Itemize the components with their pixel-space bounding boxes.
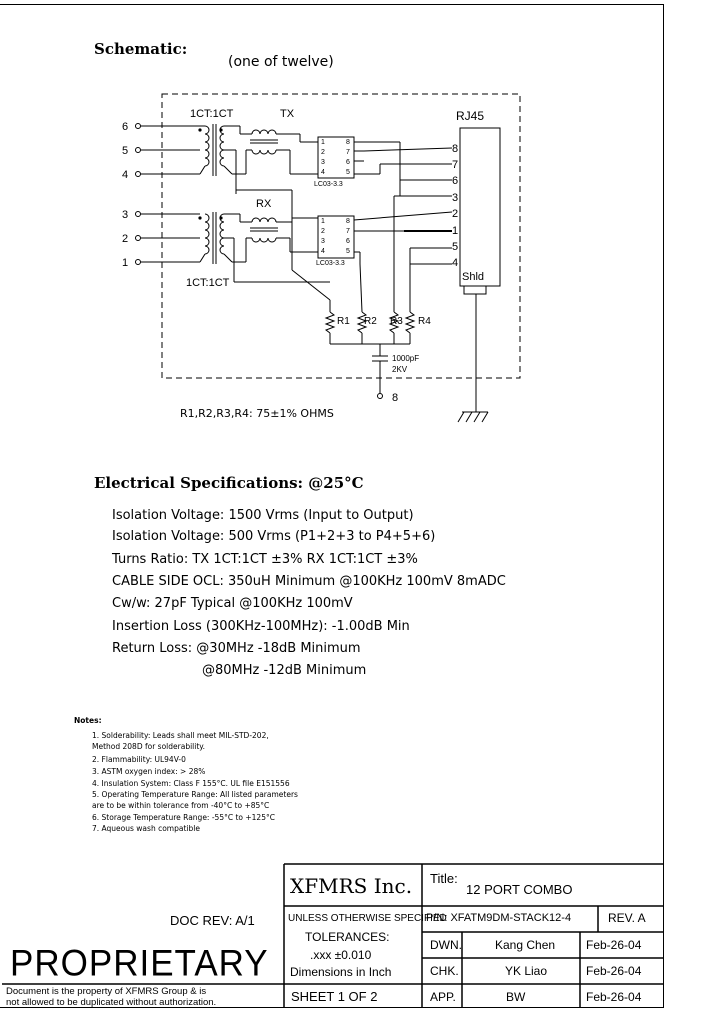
note-item: 5. Operating Temperature Range: All list…	[92, 790, 298, 799]
rj45-pin: 5	[452, 241, 458, 253]
app-label: APP.	[430, 990, 456, 1004]
ic-pin: 7	[346, 228, 350, 235]
page-border	[0, 4, 664, 1008]
pin-label: 3	[122, 209, 128, 221]
ratio-label-top: 1CT:1CT	[190, 108, 234, 120]
schematic-diagram: 6 5 4 3 2 1 1CT:1CT 1CT:1CT TX RX RJ45 S…	[122, 93, 521, 423]
pin-label: 5	[122, 145, 128, 157]
ic-pin: 3	[321, 238, 325, 245]
spec-line: Isolation Voltage: 500 Vrms (P1+2+3 to P…	[112, 529, 436, 544]
rj45-pin: 2	[452, 208, 458, 220]
ic-pin: 4	[321, 248, 325, 255]
title-label: Title:	[430, 871, 458, 886]
ic-pin: 7	[346, 149, 350, 156]
tolerances-label: TOLERANCES:	[305, 930, 390, 944]
ic-label-bottom: LC03-3.3	[316, 260, 345, 267]
notes-heading: Notes:	[74, 716, 102, 725]
rj45-label: RJ45	[456, 109, 484, 123]
ic-pin: 4	[321, 169, 325, 176]
ic-pin: 6	[346, 159, 350, 166]
rj45-pin: 7	[452, 159, 458, 171]
ic-pin: 5	[346, 248, 350, 255]
spec-line: Return Loss: @30MHz -18dB Minimum	[112, 641, 361, 656]
spec-line: Cw/w: 27pF Typical @100KHz 100mV	[112, 596, 353, 611]
dwn-label: DWN.	[430, 938, 462, 952]
rj45-pin: 1	[452, 225, 458, 237]
unless-specified: UNLESS OTHERWISE SPECIFIED	[288, 913, 447, 924]
resistor-label: R1	[337, 316, 350, 327]
spec-line: @80MHz -12dB Minimum	[202, 663, 367, 678]
resistor-label: R2	[364, 316, 377, 327]
schematic-subheading: (one of twelve)	[228, 54, 334, 70]
dwn-name: Kang Chen	[495, 938, 556, 952]
sheet-number: SHEET 1 OF 2	[291, 989, 378, 1004]
dwn-date: Feb-26-04	[586, 938, 642, 952]
ic-pin: 6	[346, 238, 350, 245]
proprietary-notice-2: not allowed to be duplicated without aut…	[6, 997, 217, 1008]
rj45-pin: 3	[452, 192, 458, 204]
ic-pin: 1	[321, 218, 325, 225]
ic-pin: 3	[321, 159, 325, 166]
resistor-label: R3	[390, 316, 403, 327]
proprietary-notice-1: Document is the property of XFMRS Group …	[6, 986, 207, 997]
chk-name: YK Liao	[505, 964, 548, 978]
shield-label: Shld	[462, 271, 484, 283]
note-item: 4. Insulation System: Class F 155°C. UL …	[92, 779, 290, 788]
rx-label: RX	[256, 198, 272, 210]
cap-voltage: 2KV	[392, 365, 408, 374]
spec-line: Turns Ratio: TX 1CT:1CT ±3% RX 1CT:1CT ±…	[112, 552, 418, 567]
pin-label: 2	[122, 233, 128, 245]
company-name: XFMRS Inc.	[290, 874, 413, 898]
doc-rev: DOC REV: A/1	[170, 913, 255, 928]
resistor-label: R4	[418, 316, 431, 327]
ic-pin: 8	[346, 139, 350, 146]
note-item: 6. Storage Temperature Range: -55°C to +…	[92, 813, 275, 822]
app-date: Feb-26-04	[586, 990, 642, 1004]
isolation-boundary	[161, 93, 521, 379]
spec-line: Insertion Loss (300KHz-100MHz): -1.00dB …	[112, 619, 410, 634]
cap-value: 1000pF	[392, 354, 419, 363]
note-item: are to be within tolerance from -40°C to…	[92, 801, 270, 810]
rj45-pin: 8	[452, 143, 458, 155]
ic-pin: 2	[321, 228, 325, 235]
note-item: Method 208D for solderability.	[92, 742, 206, 751]
chk-date: Feb-26-04	[586, 964, 642, 978]
note-item: 1. Solderability: Leads shall meet MIL-S…	[92, 731, 269, 740]
ground-pin-label: 8	[392, 392, 398, 404]
pin-label: 1	[122, 257, 128, 269]
app-name: BW	[506, 990, 526, 1004]
pin-label: 6	[122, 121, 128, 133]
dimensions-unit: Dimensions in Inch	[290, 965, 392, 979]
ic-pin: 1	[321, 139, 325, 146]
pin-label: 4	[122, 169, 128, 181]
spec-line: CABLE SIDE OCL: 350uH Minimum @100KHz 10…	[112, 574, 506, 589]
tx-label: TX	[280, 108, 295, 120]
note-item: 3. ASTM oxygen index: > 28%	[92, 767, 206, 776]
rj45-pin: 6	[452, 175, 458, 187]
ic-pin: 2	[321, 149, 325, 156]
spec-line: Isolation Voltage: 1500 Vrms (Input to O…	[112, 508, 414, 523]
note-item: 2. Flammability: UL94V-0	[92, 755, 186, 764]
part-number: P/N: XFATM9DM-STACK12-4	[426, 912, 572, 924]
ic-pin: 8	[346, 218, 350, 225]
schematic-heading: Schematic:	[94, 40, 188, 58]
revision: REV. A	[608, 911, 646, 925]
electrical-heading: Electrical Specifications: @25°C	[94, 474, 364, 492]
note-item: 7. Aqueous wash compatible	[92, 824, 200, 833]
drawing-title: 12 PORT COMBO	[466, 882, 573, 897]
resistor-note: R1,R2,R3,R4: 75±1% OHMS	[180, 407, 334, 420]
proprietary-label: PROPRIETARY	[10, 943, 269, 984]
ic-pin: 5	[346, 169, 350, 176]
chk-label: CHK.	[430, 964, 459, 978]
ratio-label-bottom: 1CT:1CT	[186, 277, 230, 289]
tolerance-value: .xxx ±0.010	[310, 948, 372, 962]
ic-label-top: LC03-3.3	[314, 181, 343, 188]
rj45-pin: 4	[452, 257, 458, 269]
